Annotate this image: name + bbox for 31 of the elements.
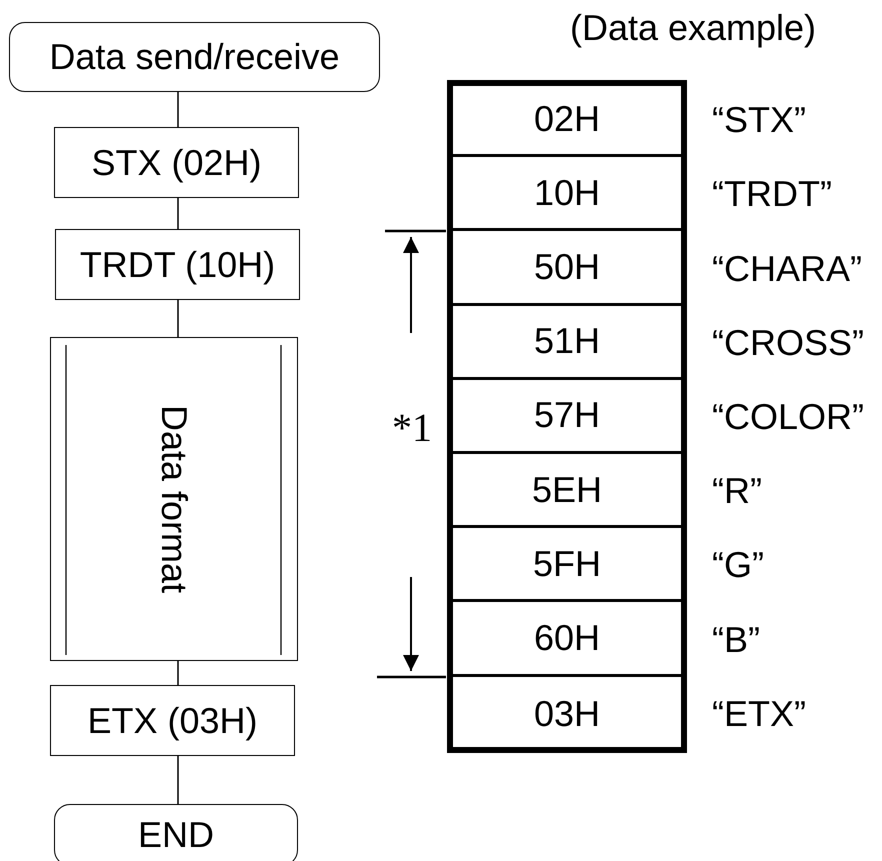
process-box: STX (02H) xyxy=(54,127,299,198)
connector-line xyxy=(177,198,179,229)
code-name-text: “ETX” xyxy=(712,696,806,732)
terminal-box: Data send/receive xyxy=(9,22,380,92)
process-box: TRDT (10H) xyxy=(55,229,300,300)
hex-code-cell: 51H xyxy=(453,306,681,380)
code-name-text: “G” xyxy=(712,547,764,584)
hex-code-cell: 5EH xyxy=(453,454,681,528)
hex-code-cell: 60H xyxy=(453,602,681,677)
code-name-text: “TRDT” xyxy=(712,176,832,212)
hex-code-cell: 57H xyxy=(453,380,681,454)
code-name-text: “CROSS” xyxy=(712,324,864,361)
code-name-text: “CHARA” xyxy=(712,250,862,286)
table-title: (Data example) xyxy=(570,10,816,46)
terminal-box: END xyxy=(54,804,298,861)
hex-code-cell: 50H xyxy=(453,231,681,306)
hex-code-cell-text: 03H xyxy=(532,692,602,736)
code-name-text: “STX” xyxy=(712,102,806,138)
connector-line xyxy=(177,92,179,127)
connector-line xyxy=(177,300,179,337)
process-box: ETX (03H) xyxy=(50,685,295,756)
hex-code-cell: 10H xyxy=(453,157,681,232)
code-name-text: “COLOR” xyxy=(712,398,864,435)
connector-line xyxy=(177,661,179,685)
footnote-mark: *1 xyxy=(392,408,432,448)
connector-line xyxy=(177,756,179,804)
code-name-text: “B” xyxy=(712,622,760,658)
hex-code-cell: 5FH xyxy=(453,528,681,602)
code-name-text: “R” xyxy=(712,473,762,510)
hex-code-cell: 02H xyxy=(453,83,681,158)
predefined-process-box: Data format xyxy=(50,337,298,661)
